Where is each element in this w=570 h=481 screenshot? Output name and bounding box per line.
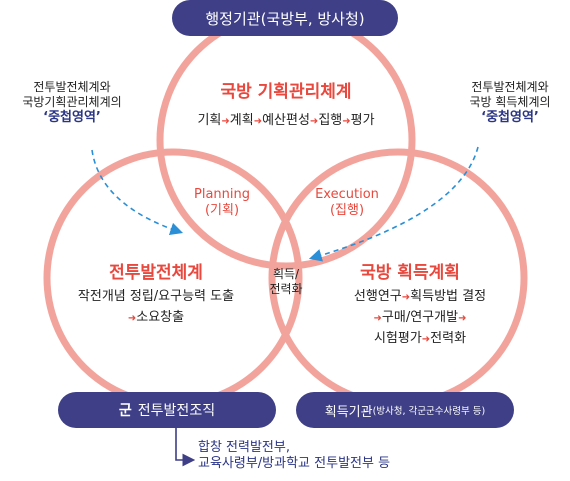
bottom-connector-arrow <box>175 422 196 467</box>
right-arrow-icon: ➜ <box>421 334 431 345</box>
acquisition-method: 획득방법 결정 <box>410 289 487 304</box>
fielding: 전력화 <box>430 331 467 346</box>
overlap-planning-en: Planning <box>194 187 250 202</box>
admin-agency-pill: 행정기관(국방부, 방사청) <box>172 0 398 36</box>
force-development-org-pill: 군 전투발전조직 <box>58 392 276 428</box>
right-arrow-icon: ➜ <box>342 116 351 127</box>
overlap-execution: Execution (집행) <box>302 187 392 220</box>
right-arrow-icon: ➜ <box>401 292 411 303</box>
right-arrow-icon: ➜ <box>253 116 263 127</box>
overlap-execution-en: Execution <box>315 187 379 202</box>
right-arrow-icon: ➜ <box>458 313 467 324</box>
purchase-rnd: 구매/연구개발 <box>381 310 459 325</box>
overlap-center-line1: 획득/ <box>272 267 300 281</box>
right-leader-arrow <box>308 146 479 262</box>
force-development-title: 전투발전체계 <box>109 263 203 283</box>
right-note-line3: ‘중첩영역’ <box>481 110 539 125</box>
defense-planning-steps: 기획➜계획➜예산편성➜집행➜평가 <box>156 113 416 129</box>
left-leader-arrow <box>91 149 184 235</box>
right-arrow-icon: ➜ <box>309 116 319 127</box>
test-evaluation: 시험평가 <box>373 331 422 346</box>
left-note-line3: ‘중첩영역’ <box>43 110 101 125</box>
right-note-line2: 국방 획득체계의 <box>469 95 551 109</box>
overlap-execution-ko: (집행) <box>329 203 365 219</box>
military-icon: 군 <box>118 403 132 419</box>
overlap-planning: Planning (기획) <box>180 187 264 220</box>
step-programming: 계획 <box>229 113 254 128</box>
defense-planning-title: 국방 기획관리체계 <box>220 82 352 102</box>
acquisition-agency-sub: (방사청, 각군군수사령부 등) <box>372 406 486 417</box>
requirement-creation: 소요창출 <box>136 310 185 325</box>
acquisition-title: 국방 획득계획 <box>360 263 460 283</box>
right-arrow-icon: ➜ <box>373 313 382 324</box>
prior-research: 선행연구 <box>353 289 402 304</box>
overlap-planning-ko: (기획) <box>204 203 240 219</box>
step-evaluation: 평가 <box>350 113 375 128</box>
admin-agency-label: 행정기관(국방부, 방사청) <box>205 9 365 28</box>
bottom-note-line1: 합창 전력발전부, <box>198 440 290 455</box>
right-note-line1: 전투발전체계와 <box>471 80 549 94</box>
acquisition-agency-pill: 획득기관 (방사청, 각군군수사령부 등) <box>296 392 514 428</box>
left-note: 전투발전체계와 국방기획관리체계의 ‘중첩영역’ <box>6 80 138 126</box>
left-note-line2: 국방기획관리체계의 <box>22 95 122 109</box>
right-note: 전투발전체계와 국방 획득체계의 ‘중첩영역’ <box>452 80 568 126</box>
step-execution: 집행 <box>318 113 343 128</box>
bottom-note: 합창 전력발전부, 교육사령부/방과학교 전투발전부 등 <box>198 440 448 473</box>
acquisition-line3: 시험평가➜전력화 <box>320 331 520 347</box>
force-development-line2: ➜소요창출 <box>76 310 236 326</box>
bottom-note-line2: 교육사령부/방과학교 전투발전부 등 <box>198 456 391 472</box>
acquisition-line2: ➜구매/연구개발➜ <box>320 310 520 326</box>
overlap-center: 획득/ 전력화 <box>255 267 317 297</box>
acquisition-agency-label: 획득기관 <box>324 404 373 420</box>
right-arrow-icon: ➜ <box>127 313 137 324</box>
overlap-center-line2: 전력화 <box>269 282 303 296</box>
acquisition-line1: 선행연구➜획득방법 결정 <box>320 289 520 305</box>
right-arrow-icon: ➜ <box>221 116 230 127</box>
step-budgeting: 예산편성 <box>262 113 310 128</box>
step-planning: 기획 <box>197 113 222 128</box>
force-development-org-label: 전투발전조직 <box>137 403 216 419</box>
left-note-line1: 전투발전체계와 <box>33 80 111 94</box>
force-development-line1: 작전개념 정립/요구능력 도출 <box>77 289 235 304</box>
